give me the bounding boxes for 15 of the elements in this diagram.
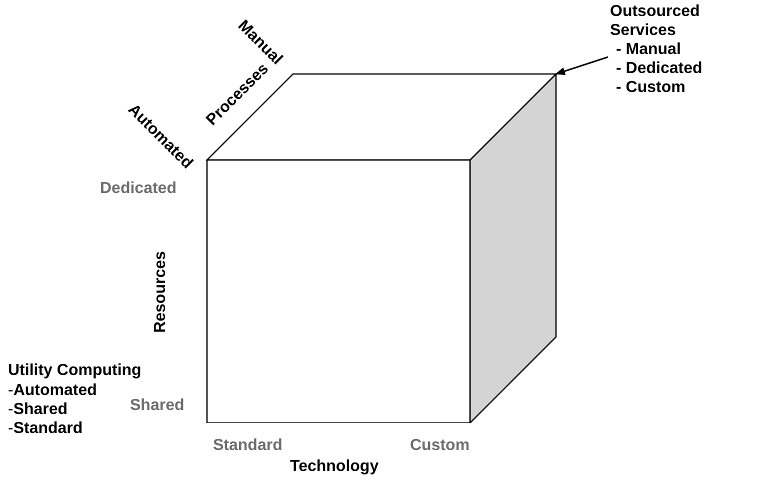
list-item: - Dedicated <box>615 59 704 78</box>
text-label: Dedicated <box>100 180 176 198</box>
text-label: -Standard <box>8 420 83 438</box>
text-label: Custom <box>410 437 470 455</box>
list-item: - Manual <box>615 40 682 59</box>
arrow <box>555 56 608 75</box>
text-label: Utility Computing <box>8 362 142 380</box>
text-label: -Shared <box>8 401 68 419</box>
list-item: - Custom <box>615 78 686 97</box>
text-label: -Automated <box>8 382 97 400</box>
callout-heading: Outsourced Services <box>610 2 701 40</box>
axis-label: Resources <box>152 251 170 333</box>
text-label: Technology <box>290 458 379 476</box>
text-label: Shared <box>130 397 184 415</box>
text-label: Standard <box>213 437 282 455</box>
